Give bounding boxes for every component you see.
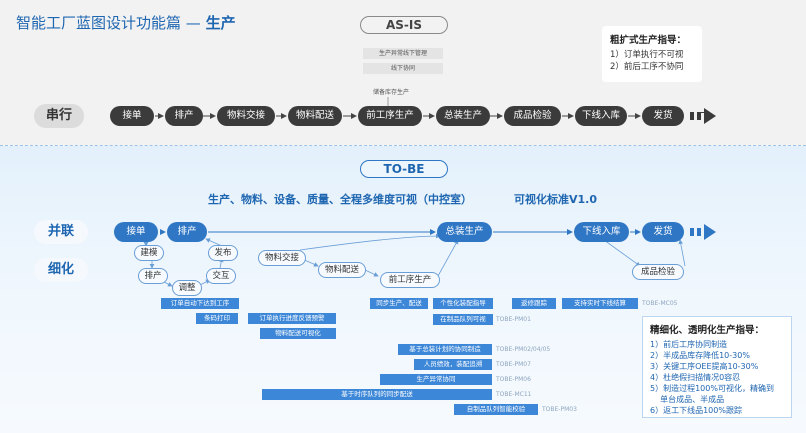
page-title: 智能工厂蓝图设计功能篇 — 生产 — [16, 12, 236, 33]
code-pm03: TOBE-PM03 — [542, 406, 577, 413]
code-mc05: TOBE-MC05 — [642, 300, 678, 307]
asis-note-offline-exception: 生产异常线下管理 — [363, 48, 443, 59]
code-pm02: TOBE-PM02/04/05 — [496, 346, 551, 353]
asis-guide-title: 粗扩式生产指导： — [610, 35, 687, 46]
asis-note-stock-production: 储备库存生产 — [372, 89, 409, 96]
asis-step-shipping: 发货 — [642, 106, 684, 126]
tobe-refine-item-5b: 单台成品、半成品 — [650, 395, 725, 404]
code-pm01: TOBE-PM01 — [496, 316, 531, 323]
tobe-sub-modeling: 建模 — [134, 245, 164, 261]
tobe-step-warehousing: 下线入库 — [574, 222, 629, 242]
bar-queue-check: 自制品队列智能校验 — [454, 404, 538, 415]
bar-personnel-trace: 人员绩效，装配追溯 — [414, 359, 492, 370]
tobe-step-order-intake: 接单 — [114, 222, 158, 242]
tobe-tag: TO-BE — [360, 160, 448, 178]
tobe-standard: 可视化标准V1.0 — [514, 193, 597, 206]
tobe-step-scheduling: 排产 — [167, 222, 207, 242]
tobe-refine-item-2: 2）半成品库存降低10-30% — [650, 351, 750, 360]
asis-tag: AS-IS — [360, 16, 448, 34]
tobe-refine-item-6: 6）返工下线品100%跟踪 — [650, 406, 742, 415]
title-sub: 生产 — [205, 14, 236, 32]
tobe-row-label-parallel: 并联 — [34, 220, 88, 244]
code-pm07: TOBE-PM07 — [496, 361, 531, 368]
code-pm06: TOBE-PM06 — [496, 376, 531, 383]
asis-row-label: 串行 — [34, 104, 84, 128]
bar-rework-tracking: 返修跟踪 — [512, 298, 556, 309]
tobe-sub-adjust: 调整 — [172, 280, 202, 296]
tobe-refine-item-5: 5）制造过程100%可视化，精确到 — [650, 384, 774, 393]
bar-progress-feedback: 订单执行进度反馈预警 — [248, 313, 336, 324]
tobe-sub-scheduling: 排产 — [138, 268, 168, 284]
asis-step-scheduling: 排产 — [165, 106, 203, 126]
tobe-sub-publish: 发布 — [208, 245, 238, 261]
asis-guide-box: 粗扩式生产指导： 1）订单执行不可视 2）前后工序不协同 — [602, 26, 702, 82]
tobe-refine-item-4: 4）杜绝假扫描情况0容忍 — [650, 373, 741, 382]
tobe-sub-material-handover: 物料交接 — [258, 250, 306, 266]
asis-step-material-handover: 物料交接 — [217, 106, 275, 126]
bar-order-auto-dispatch: 订单自动下达到工序 — [161, 298, 239, 309]
tobe-sub-pre-process: 前工序生产 — [380, 272, 440, 288]
bar-collab-manufacturing: 基于总装计划的协同制造 — [398, 344, 492, 355]
asis-note-offline-collab: 线下协同 — [363, 63, 443, 74]
asis-step-pre-process: 前工序生产 — [358, 106, 422, 126]
tobe-sub-inspection: 成品检验 — [632, 264, 684, 280]
tobe-refine-item-1: 1）前后工序协同制造 — [650, 340, 728, 349]
asis-step-assembly: 总装生产 — [436, 106, 490, 126]
asis-step-inspection: 成品检验 — [504, 106, 561, 126]
asis-tail-arrow — [690, 108, 716, 124]
bar-exception-collab: 生产异常协同 — [380, 374, 492, 385]
tobe-step-assembly: 总装生产 — [437, 222, 492, 242]
bar-sync-delivery: 基于时序队列的同步配送 — [262, 389, 492, 400]
tobe-headline: 生产、物料、设备、质量、全程多维度可视（中控室） — [208, 193, 472, 206]
tobe-step-shipping: 发货 — [642, 222, 684, 242]
tobe-sub-material-delivery: 物料配送 — [318, 262, 366, 278]
asis-guide-item-2: 2）前后工序不协同 — [610, 62, 684, 72]
tobe-refine-item-3: 3）关键工序OEE提高10-30% — [650, 362, 759, 371]
title-separator: — — [181, 14, 206, 32]
bar-sync-production: 同步生产、配送 — [370, 298, 428, 309]
bar-custom-assembly: 个性化装配指导 — [433, 298, 493, 309]
tobe-sub-interaction: 交互 — [206, 268, 236, 284]
bar-wip-queue: 在制品队列可视 — [433, 314, 493, 325]
tobe-row-label-refine: 细化 — [34, 258, 88, 282]
bar-realtime-settlement: 支持实时下线结算 — [562, 298, 638, 309]
bar-material-visual: 物料配送可视化 — [260, 328, 336, 339]
tobe-refine-box: 精细化、透明化生产指导： 1）前后工序协同制造 2）半成品库存降低10-30% … — [642, 316, 792, 418]
code-mc11: TOBE-MC11 — [496, 391, 532, 398]
asis-step-material-delivery: 物料配送 — [288, 106, 342, 126]
asis-step-order-intake: 接单 — [110, 106, 154, 126]
title-main: 智能工厂蓝图设计功能篇 — [16, 14, 182, 32]
bar-barcode-print: 条码打印 — [196, 313, 238, 324]
tobe-refine-title: 精细化、透明化生产指导： — [650, 325, 765, 336]
asis-guide-item-1: 1）订单执行不可视 — [610, 50, 684, 60]
tobe-tail-arrow — [690, 224, 716, 240]
asis-step-warehousing: 下线入库 — [575, 106, 627, 126]
